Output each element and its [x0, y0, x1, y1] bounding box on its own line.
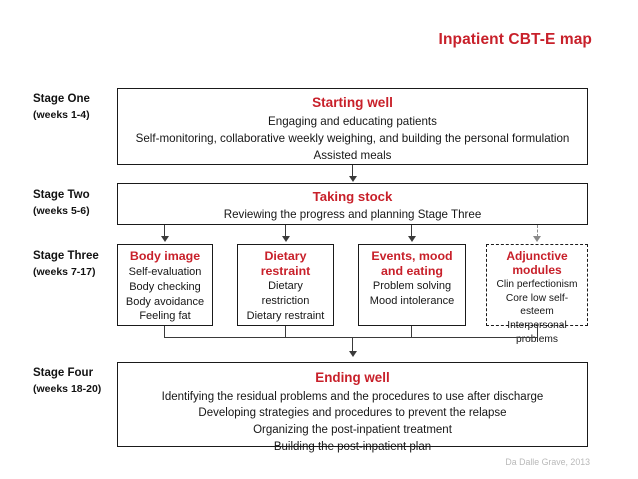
stage-one-line-1: Engaging and educating patients: [268, 115, 437, 129]
module-box-events-mood-eating: Events, mood and eating Problem solving …: [358, 244, 466, 326]
stage-two-box: Taking stock Reviewing the progress and …: [117, 183, 588, 225]
page-title: Inpatient CBT-E map: [438, 31, 592, 48]
connector-two-to-dietary: [285, 225, 287, 237]
module-title-body-image: Body image: [129, 249, 201, 263]
module-body-image-line-2: Body checking: [129, 280, 201, 293]
stage-three-weeks: (weeks 7-17): [33, 265, 96, 278]
stage-label-four: Stage Four (weeks 18-20): [33, 366, 117, 396]
arrowhead-stage-four: [349, 351, 357, 357]
stage-one-box: Starting well Engaging and educating pat…: [117, 88, 588, 165]
module-adjunctive-line-2: Core low self-esteem: [505, 292, 569, 318]
stage-four-line-2: Developing strategies and procedures to …: [198, 407, 507, 420]
module-title-events-mood-eating: Events, mood and eating: [371, 249, 453, 278]
arrowhead-dietary: [282, 236, 290, 242]
module-body-image-line-3: Body avoidance: [125, 295, 205, 308]
stage-two-title: Taking stock: [312, 189, 393, 204]
connector-body-image-down: [164, 326, 166, 338]
connector-bus-to-stage-four: [352, 337, 354, 352]
arrowhead-one-to-two: [349, 176, 357, 182]
connector-two-to-adjunctive: [537, 225, 538, 237]
module-body-image-line-4: Feeling fat: [139, 310, 191, 323]
stage-label-two: Stage Two (weeks 5-6): [33, 188, 117, 218]
stage-one-line-2: Self-monitoring, collaborative weekly we…: [135, 131, 570, 145]
stage-two-name: Stage Two: [33, 189, 90, 201]
stage-four-line-3: Organizing the post-inpatient treatment: [253, 424, 452, 437]
module-box-adjunctive-modules: Adjunctive modules Clin perfectionism Co…: [486, 244, 588, 345]
stage-label-three: Stage Three (weeks 7-17): [33, 249, 117, 279]
stage-four-title: Ending well: [315, 370, 390, 385]
stage-two-weeks: (weeks 5-6): [33, 204, 90, 217]
module-body-image-line-1: Self-evaluation: [128, 265, 202, 278]
module-box-body-image: Body image Self-evaluation Body checking…: [117, 244, 213, 326]
arrowhead-body-image: [161, 236, 169, 242]
stage-one-weeks: (weeks 1-4): [33, 108, 90, 121]
connector-adjunctive-down: [537, 326, 539, 338]
attribution-footer: Da Dalle Grave, 2013: [505, 457, 590, 467]
stage-one-line-3: Assisted meals: [313, 148, 392, 162]
module-dietary-line-1: Dietary restriction: [261, 280, 310, 308]
module-title-adjunctive-modules: Adjunctive modules: [506, 249, 568, 278]
stage-four-box: Ending well Identifying the residual pro…: [117, 362, 588, 453]
stage-four-weeks: (weeks 18-20): [33, 382, 102, 395]
stage-three-name: Stage Three: [33, 250, 99, 262]
module-adjunctive-line-3: Interpersonal problems: [507, 320, 566, 345]
arrowhead-adjunctive: [533, 236, 541, 242]
stage-one-name: Stage One: [33, 93, 90, 105]
stage-one-title: Starting well: [312, 95, 393, 110]
connector-events-down: [411, 326, 413, 338]
module-title-dietary-restraint: Dietary restraint: [260, 249, 311, 278]
stage-four-line-4: Building the post-inpatient plan: [273, 440, 432, 453]
module-dietary-line-2: Dietary restraint: [246, 310, 325, 323]
connector-merge-bus: [164, 337, 538, 339]
connector-one-to-two: [352, 165, 354, 177]
module-events-line-1: Problem solving: [372, 280, 452, 293]
stage-label-one: Stage One (weeks 1-4): [33, 92, 117, 122]
connector-two-to-events: [411, 225, 413, 237]
module-events-line-2: Mood intolerance: [369, 295, 455, 308]
connector-dietary-down: [285, 326, 287, 338]
stage-four-line-1: Identifying the residual problems and th…: [161, 390, 544, 403]
stage-four-name: Stage Four: [33, 367, 94, 379]
arrowhead-events: [408, 236, 416, 242]
connector-two-to-body-image: [164, 225, 166, 237]
module-box-dietary-restraint: Dietary restraint Dietary restriction Di…: [237, 244, 334, 326]
module-adjunctive-line-1: Clin perfectionism: [496, 279, 578, 291]
stage-two-line-1: Reviewing the progress and planning Stag…: [223, 207, 482, 221]
